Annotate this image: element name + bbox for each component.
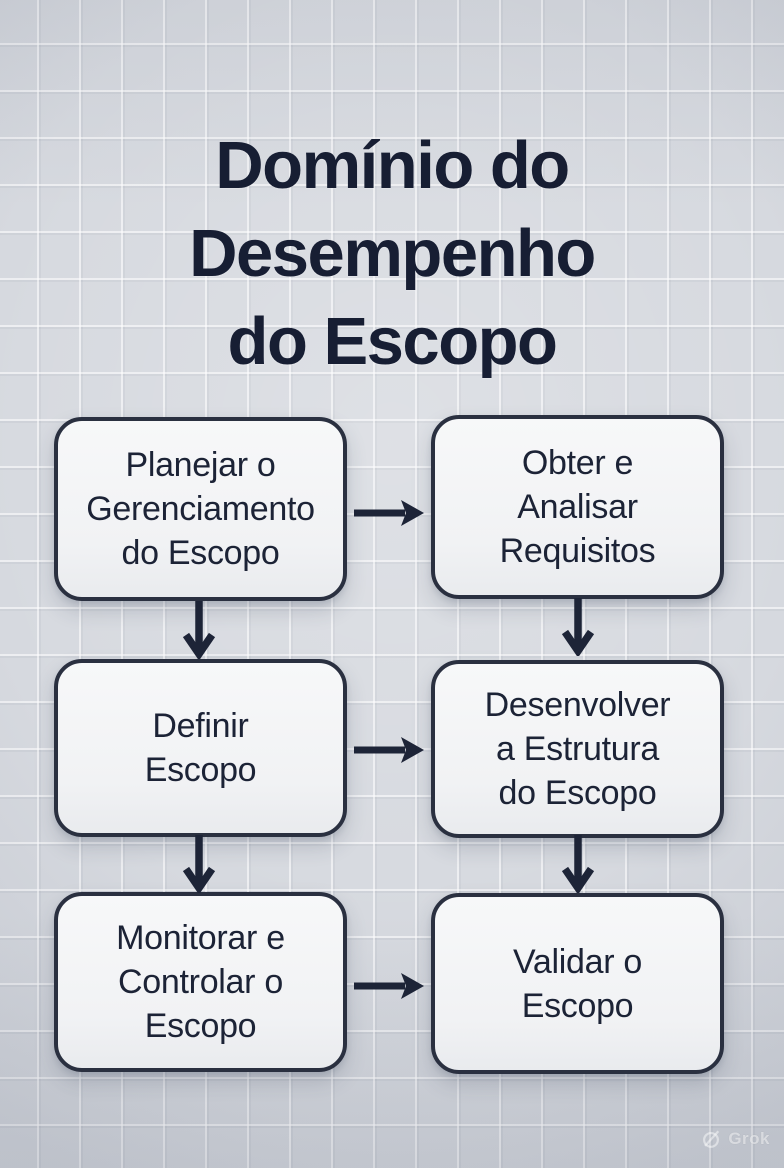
node-label-line: Controlar o xyxy=(118,963,283,1001)
node-label-line: Escopo xyxy=(144,1007,257,1045)
arrow-right-icon xyxy=(351,494,427,532)
node-label-line: do Escopo xyxy=(498,774,657,812)
watermark: Grok xyxy=(700,1128,770,1150)
node-label-line: Obter e xyxy=(521,444,634,482)
watermark-label: Grok xyxy=(728,1129,770,1148)
arrow-down-icon xyxy=(180,601,218,659)
node-label-line: Requisitos xyxy=(499,532,656,570)
node-label-line: do Escopo xyxy=(121,534,280,572)
node-label-line: Analisar xyxy=(517,488,638,526)
page-title: Domínio do Desempenho do Escopo xyxy=(0,122,784,386)
title-line: Domínio do xyxy=(215,128,570,203)
flow-node-desenvolver: Desenvolver a Estrutura do Escopo xyxy=(431,660,724,838)
title-line: do Escopo xyxy=(227,304,558,379)
flow-node-obter: Obter e Analisar Requisitos xyxy=(431,415,724,599)
node-label-line: Desenvolver xyxy=(484,686,671,724)
flow-node-definir: Definir Escopo xyxy=(54,659,347,837)
flow-node-monitorar: Monitorar e Controlar o Escopo xyxy=(54,892,347,1072)
node-label-line: Gerenciamento xyxy=(86,490,315,528)
arrow-right-icon xyxy=(351,731,427,769)
flow-node-validar: Validar o Escopo xyxy=(431,893,724,1074)
node-label-line: Monitorar e xyxy=(116,919,285,957)
arrow-right-icon xyxy=(351,967,427,1005)
arrow-down-icon xyxy=(559,598,597,656)
grok-logo-icon xyxy=(703,1130,720,1148)
node-label-line: Planejar o xyxy=(125,446,276,484)
node-label-line: Validar o xyxy=(513,942,642,981)
title-line: Desempenho xyxy=(189,216,596,291)
node-label-line: Definir xyxy=(152,707,249,745)
flow-node-planejar: Planejar o Gerenciamento do Escopo xyxy=(54,417,347,601)
arrow-down-icon xyxy=(559,835,597,893)
arrow-down-icon xyxy=(180,835,218,893)
node-label-line: Escopo xyxy=(521,986,634,1025)
node-label-line: Escopo xyxy=(144,751,257,789)
node-label-line: a Estrutura xyxy=(496,730,659,768)
